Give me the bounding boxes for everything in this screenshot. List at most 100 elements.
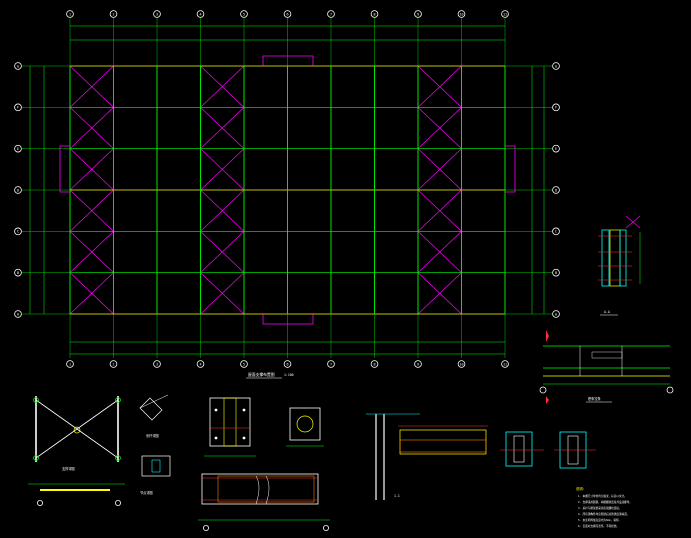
base-plate [289,407,321,441]
bracing-detail-node [33,397,39,403]
axis-bubble-left [14,186,22,194]
axis-bubble-left [14,144,22,153]
node-web [223,397,237,447]
axis-letter: F [555,106,557,110]
node-bolt [214,408,218,412]
axis-number: 9 [417,362,419,366]
axis-bubble-left [14,62,22,70]
section-aa-brace-mark [625,215,641,229]
axis-bubble-top [66,10,74,18]
axis-number: 2 [112,362,114,366]
purlin-elevation-detail: 檩条拉条 [539,330,674,404]
axis-letter: C [17,230,19,234]
base-plate-hole [296,415,314,433]
axis-number: 7 [330,12,332,16]
bracing-detail-node [115,397,121,403]
tie-rod-detail: 系杆详图 节点详图 [139,394,171,495]
axis-bubble-top [240,10,248,18]
bracing-detail-node [33,455,39,461]
axis-bubble-left [14,310,22,318]
purlin-axis-bubble [322,525,329,532]
node-bolt [242,408,246,412]
notes-title: 说明： [576,486,586,491]
bracing-rod [417,231,462,273]
purlin-beam-outline [201,473,319,505]
elevation-title: 檩条拉条 [588,396,602,401]
node-bolt [242,436,246,440]
note-line: 3. 系杆与刚架梁采用高强螺栓连接。 [578,506,622,510]
axis-bubble-top [283,10,292,18]
elevation-label-box [591,351,623,359]
tie-rod-title: 系杆详图 [146,433,159,438]
bracing-rod [417,65,462,108]
axis-bubble-left [14,103,22,112]
axis-letter: D [17,188,19,192]
bracing-rod [69,148,114,191]
axis-bubble-top [457,10,466,18]
note-line: 5. 未注明焊缝高度均为6mm，满焊。 [578,518,621,522]
axis-bubble-bottom [109,360,118,368]
bracing-rod [200,189,245,232]
axis-number: 7 [330,362,332,366]
elevation-axis-bubble [666,386,674,394]
axis-number: 5 [243,12,245,16]
bracing-rod [69,65,114,108]
axis-bubble-bottom [457,360,466,368]
note-line: 4. 所有钢构件均应除锈后涂防锈底漆两道。 [578,512,629,516]
elevation-cut-marker [546,330,549,342]
axis-bubble-bottom [414,360,422,368]
axis-letter: B [17,271,19,275]
axis-number: 1 [69,362,71,366]
axis-letter: B [555,271,557,275]
purlin-beam-detail [198,473,330,532]
axis-bubble-left [14,227,22,236]
section-aa-detail: A-A [598,215,641,316]
axis-bubble-bottom [501,360,509,368]
axis-bubble-right [552,227,560,236]
axis-bubble-top [109,10,118,18]
purlin-break-line [265,475,270,505]
plan-scale: 1:100 [284,373,294,377]
bracing-rod [69,272,114,315]
bracing-detail-node [115,455,121,461]
axis-bubble-top [196,10,205,18]
axis-number: 8 [373,362,375,366]
section-aa-flange [619,229,627,287]
bracing-axis-bubble [37,499,44,506]
bracing-rod [69,231,114,273]
axis-number: 4 [199,362,201,366]
axis-letter: E [555,147,557,151]
axis-number: 1 [69,12,71,16]
axis-letter: E [17,147,19,151]
tie-rod-line [139,394,169,409]
bracing-rod [200,107,245,149]
axis-letter: G [555,64,557,68]
base-plate-detail [286,407,324,447]
axis-number: 11 [503,12,507,16]
axis-bubble-bottom [153,360,161,368]
bracing-rod [200,65,245,108]
axis-bubble-bottom [283,360,292,368]
tie-rod-plate [139,397,163,421]
section-aa-label: A-A [604,310,610,314]
axis-number: 8 [373,12,375,16]
note-line: 6. 安装时支撑应张紧，不得松弛。 [578,524,619,528]
bracing-detail-rod [35,399,119,459]
axis-bubble-right [552,268,560,277]
axis-bubble-top [501,10,509,18]
purlin-break-line [255,475,260,505]
plan-title: 屋面支撑布置图 [248,372,275,377]
bracing-rod [69,107,114,149]
node-bolt [214,436,218,440]
tie-rod-section [141,455,171,477]
axis-number: 2 [112,12,114,16]
axis-letter: A [555,312,557,316]
axis-number: 11 [503,362,507,366]
axis-number: 10 [459,12,463,16]
note-line: 2. 支撑采用圆钢，两端螺纹连接并设双螺母。 [578,500,632,504]
section-callout [262,314,314,325]
bracing-rod [417,107,462,149]
